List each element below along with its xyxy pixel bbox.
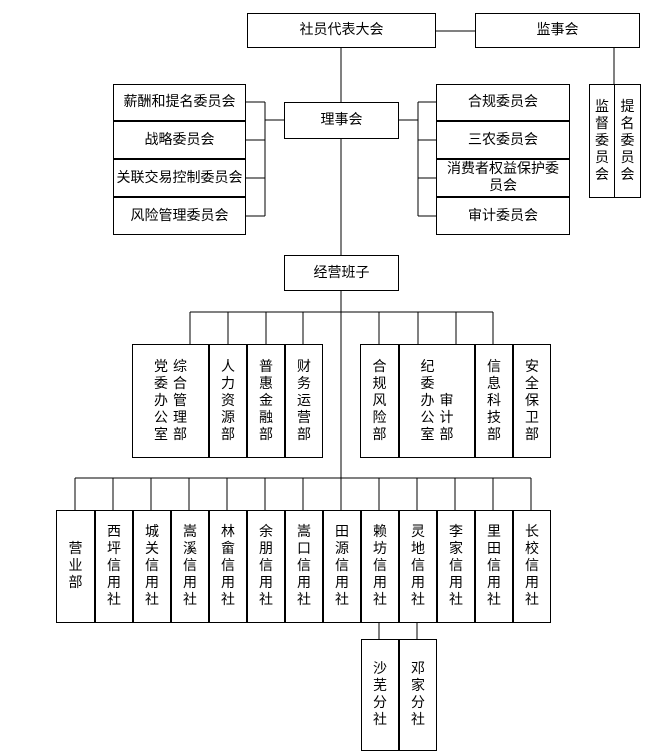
branch-label-6: 余朋信用社 <box>259 524 273 608</box>
supervisory-board-label: 监事会 <box>536 22 579 38</box>
dept-audit-label: 审计部 <box>439 392 454 443</box>
branch-label-3: 城关信用社 <box>145 524 159 608</box>
dept-it-box: 信息科技部 <box>475 344 513 458</box>
branch-box-3: 城关信用社 <box>133 510 171 623</box>
board-committee-left-2: 战略委员会 <box>113 121 246 159</box>
branch-box-12: 里田信用社 <box>475 510 513 623</box>
sub-branch-label-1: 沙芜分社 <box>373 661 387 728</box>
branch-label-2: 西坪信用社 <box>107 524 121 608</box>
dept-it-label: 信息科技部 <box>487 358 501 443</box>
board-box: 理事会 <box>284 102 399 139</box>
supervisory-board-box: 监事会 <box>475 13 640 48</box>
branch-label-5: 林畲信用社 <box>221 524 235 608</box>
board-committee-right-3: 消费者权益保护委员会 <box>436 159 570 197</box>
sub-branch-label-2: 邓家分社 <box>411 661 425 728</box>
branch-label-13: 长校信用社 <box>525 524 539 608</box>
branch-label-10: 灵地信用社 <box>411 524 425 608</box>
management-label: 经营班子 <box>313 264 370 281</box>
branch-box-6: 余朋信用社 <box>247 510 285 623</box>
board-committee-left-2-label: 战略委员会 <box>144 131 215 148</box>
dept-compliance-risk-box: 合规风险部 <box>360 344 399 458</box>
branch-box-9: 赖坊信用社 <box>361 510 399 623</box>
dept-general-admin-label: 综合管理部 <box>173 358 187 443</box>
branch-box-2: 西坪信用社 <box>95 510 133 623</box>
branch-label-8: 田源信用社 <box>335 524 349 608</box>
assembly-label: 社员代表大会 <box>299 22 384 38</box>
branch-box-4: 嵩溪信用社 <box>171 510 209 623</box>
dept-discipline-office-label: 纪委办公室 <box>420 358 435 443</box>
dept-inclusive-finance-label: 普惠金融部 <box>259 358 273 443</box>
supervisory-committee-label: 监督委员会 <box>595 98 609 183</box>
dept-inclusive-finance-box: 普惠金融部 <box>247 344 285 458</box>
dept-security-label: 安全保卫部 <box>525 358 539 443</box>
assembly-box: 社员代表大会 <box>247 13 436 48</box>
board-committee-left-4: 风险管理委员会 <box>113 197 246 235</box>
dept-finance-ops-box: 财务运营部 <box>285 344 323 458</box>
board-committee-right-4-label: 审计委员会 <box>468 207 538 224</box>
branch-box-10: 灵地信用社 <box>399 510 437 623</box>
branch-box-13: 长校信用社 <box>513 510 551 623</box>
branch-box-11: 李家信用社 <box>437 510 475 623</box>
board-committee-right-2: 三农委员会 <box>436 121 570 159</box>
supervisory-committee-box: 监督委员会 <box>589 84 615 198</box>
dept-finance-ops-label: 财务运营部 <box>297 358 311 443</box>
branch-label-4: 嵩溪信用社 <box>183 524 197 608</box>
board-committee-right-1-label: 合规委员会 <box>468 94 538 110</box>
board-committee-left-3-label: 关联交易控制委员会 <box>116 169 243 186</box>
branch-box-8: 田源信用社 <box>323 510 361 623</box>
nomination-committee-box: 提名委员会 <box>614 84 641 198</box>
board-committee-left-1: 薪酬和提名委员会 <box>113 84 246 121</box>
nomination-committee-label: 提名委员会 <box>620 98 635 183</box>
branch-box-1: 营业部 <box>56 510 95 623</box>
dept-hr-label: 人力资源部 <box>221 358 235 443</box>
branch-label-11: 李家信用社 <box>449 524 463 608</box>
branch-label-7: 嵩口信用社 <box>297 524 311 608</box>
sub-branch-box-1: 沙芜分社 <box>361 639 399 751</box>
board-committee-right-3-label: 消费者权益保护委员会 <box>447 161 559 194</box>
branch-label-1: 营业部 <box>68 541 83 591</box>
dept-party-office-label: 党委办公室 <box>154 358 168 443</box>
branch-label-12: 里田信用社 <box>487 524 501 608</box>
dept-security-box: 安全保卫部 <box>513 344 551 458</box>
board-committee-right-2-label: 三农委员会 <box>468 131 538 148</box>
dept-party-admin-box: 党委办公室 综合管理部 <box>132 344 209 458</box>
board-committee-right-4: 审计委员会 <box>436 197 570 235</box>
sub-branch-box-2: 邓家分社 <box>399 639 437 751</box>
branch-label-9: 赖坊信用社 <box>373 524 387 608</box>
board-committee-left-3: 关联交易控制委员会 <box>113 159 246 197</box>
board-committee-right-1: 合规委员会 <box>436 84 570 121</box>
branch-box-5: 林畲信用社 <box>209 510 247 623</box>
dept-hr-box: 人力资源部 <box>209 344 247 458</box>
board-label: 理事会 <box>320 112 363 128</box>
board-committee-left-4-label: 风险管理委员会 <box>130 207 229 224</box>
dept-compliance-risk-label: 合规风险部 <box>372 358 387 443</box>
branch-box-7: 嵩口信用社 <box>285 510 323 623</box>
board-committee-left-1-label: 薪酬和提名委员会 <box>123 94 236 110</box>
dept-discipline-audit-box: 纪委办公室 审计部 <box>399 344 475 458</box>
management-box: 经营班子 <box>284 255 399 291</box>
